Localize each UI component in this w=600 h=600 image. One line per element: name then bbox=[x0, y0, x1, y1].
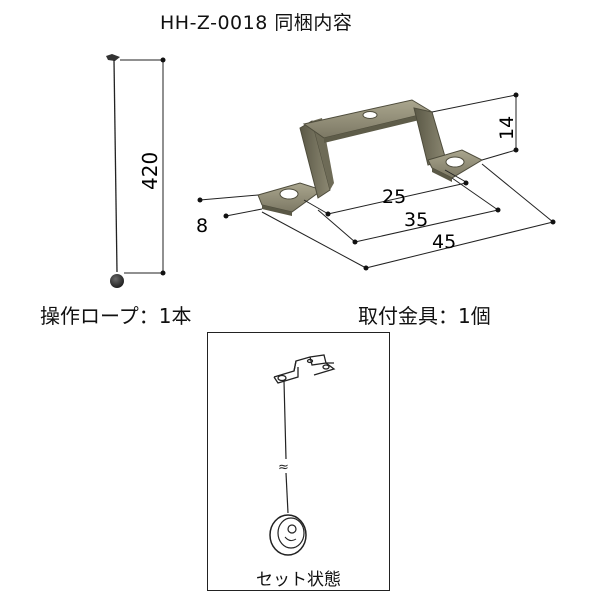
operation-rope: 420 bbox=[106, 54, 166, 288]
set-weight-icon bbox=[269, 514, 307, 556]
page-title: HH-Z-0018 同梱内容 bbox=[160, 12, 353, 34]
bracket-dimensions bbox=[197, 92, 556, 271]
set-rope-break-icon: ≈ bbox=[278, 460, 289, 475]
set-state-panel: ≈ セット状態 bbox=[207, 332, 390, 591]
set-rope-line bbox=[283, 380, 287, 460]
bracket-caption: 取付金具：1個 bbox=[358, 304, 491, 328]
set-state-illustration: ≈ bbox=[269, 354, 336, 556]
dimension-drawing: 420 bbox=[106, 54, 556, 288]
bracket-right-hole bbox=[445, 156, 465, 168]
rope-ball-icon bbox=[110, 274, 124, 288]
rope-line bbox=[113, 59, 118, 273]
mounting-bracket bbox=[257, 99, 484, 216]
rope-clip-icon bbox=[106, 54, 120, 61]
rope-length-label: 420 bbox=[138, 152, 162, 190]
dim-inner-label: 25 bbox=[382, 186, 406, 208]
rope-caption: 操作ロープ：1本 bbox=[40, 304, 192, 328]
dim-height-label: 14 bbox=[496, 116, 518, 140]
dim-middle-label: 35 bbox=[404, 209, 428, 231]
set-bracket-icon bbox=[273, 354, 336, 384]
dim-outer-label: 45 bbox=[432, 231, 456, 253]
bracket-left-hole bbox=[279, 188, 299, 200]
set-state-label: セット状態 bbox=[256, 570, 341, 590]
bracket-top-hole bbox=[362, 111, 378, 119]
dim-thickness-label: 8 bbox=[196, 215, 208, 237]
